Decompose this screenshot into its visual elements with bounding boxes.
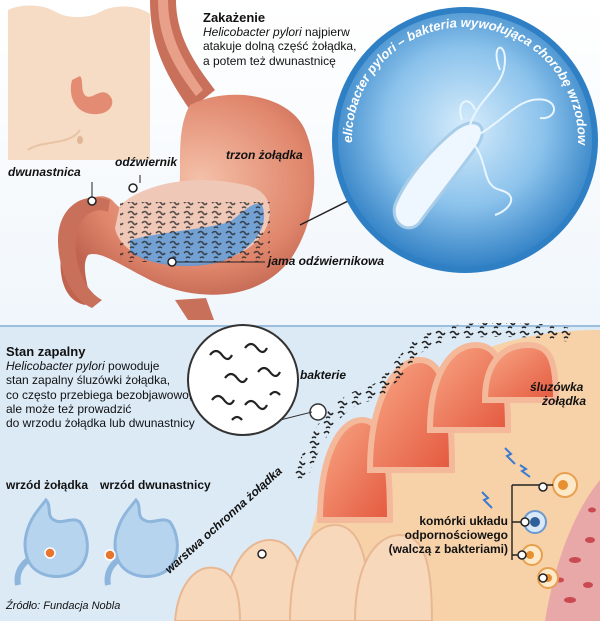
inflammation-line4: ale może też prowadzić [6,401,132,416]
inflammation-heading: Stan zapalny [6,344,86,359]
flagellum-4 [459,100,476,121]
label-mucosa-line1: śluzówka [530,380,584,394]
bacteria-spot [309,403,327,421]
flagellum-3 [469,139,513,216]
label-duodenal-ulcer: wrzód dwunastnicy [100,478,211,492]
duodenum-lower [175,298,214,320]
immune-cells [521,472,578,589]
inflammation-line3: co często przebiega bezobjawowo, [6,387,193,402]
label-duodenum: dwunastnica [8,165,81,179]
surface-bacteria [293,322,572,483]
infection-heading: Zakażenie [203,10,266,25]
label-immune-cells: komórki układu odpornościowego (walczą z… [348,514,508,556]
duodenum-shape [58,197,110,308]
bacteria-magnifier-link [279,411,313,421]
infection-line3: a potem też dwunastnicę [203,53,336,68]
infection-species: Helicobacter pylori [203,25,302,40]
label-bacteria: bakterie [300,368,347,382]
flagellum-1 [469,46,507,126]
infection-line2: atakuje dolną część żołądka, [203,39,357,54]
infection-line1-rest: najpierw [301,25,350,40]
label-immune-line3: (walczą z bakteriami) [388,542,508,557]
label-gastric-ulcer: wrzód żołądka [6,478,89,492]
label-stomach-body: trzon żołądka [226,148,303,162]
stomach-bacteria [120,202,270,262]
mucosa-folds [316,341,560,523]
esophagus-highlight [158,0,203,96]
label-pyloric-antrum: jama odźwiernikowa [268,254,385,268]
inflammation-species: Helicobacter pylori [6,359,105,374]
source-credit: Źródło: Fundacja Nobla [6,600,121,612]
label-immune-line2: odpornościowego [404,528,508,543]
label-pylorus: odźwiernik [115,155,178,169]
label-mucosa-line2: żołądka [542,394,587,409]
bacterium-body [392,121,484,230]
duodenal-ulcer-diagram [104,497,179,586]
inflammation-text-block: Stan zapalny Helicobacter pylori powoduj… [6,344,206,430]
flagellum-2 [477,98,555,136]
gastric-ulcer-diagram [14,497,89,586]
inflammation-line2: stan zapalny śluzówki żołądka, [6,373,171,388]
blood-cells [556,507,596,603]
infection-text-block: Zakażenie Helicobacter pylori najpierw a… [203,10,383,68]
bacteria-magnifier [187,324,299,436]
immune-cells-bracket [511,484,553,560]
pointer-markers [87,175,548,583]
inflammation-line5: do wrzodu żołądka lub dwunastnicy [6,415,195,430]
torso-icon [8,5,150,160]
protective-layer-folds [173,523,434,621]
label-mucosa: śluzówka żołądka [530,380,586,408]
inflammation-line1-rest: powoduje [104,359,160,374]
bacteria-closeup [209,342,281,421]
immune-signal-arrows [481,447,531,509]
label-immune-line1: komórki układu [419,514,508,528]
